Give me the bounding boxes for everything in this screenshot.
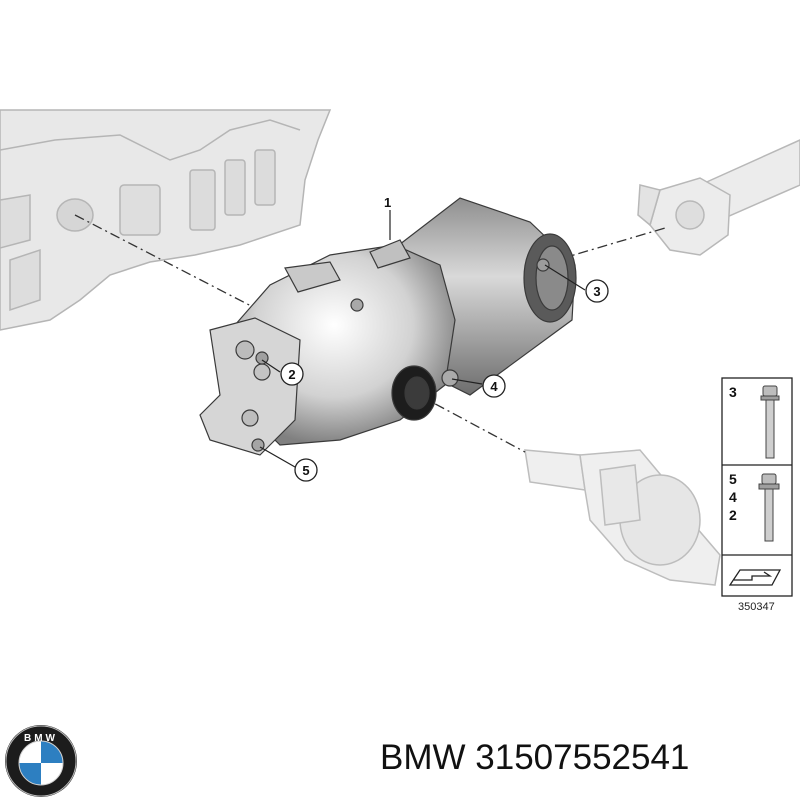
part-number: 31507552541 [475, 738, 690, 777]
long-bolt-icon [760, 385, 780, 459]
callout-5: 5 [294, 458, 318, 482]
differential-assembly [199, 197, 577, 456]
svg-text:5: 5 [302, 463, 309, 478]
bmw-logo-icon: BMW [5, 725, 77, 797]
svg-text:2: 2 [288, 367, 295, 382]
ghost-prop-shaft [637, 139, 800, 256]
ghost-output-shaft [524, 449, 721, 586]
legend-label-5: 5 [729, 471, 737, 487]
legend-label-4: 4 [729, 489, 737, 505]
callout-4: 4 [482, 374, 506, 398]
part-caption: BMW 31507552541 [380, 738, 790, 788]
svg-text:4: 4 [490, 379, 498, 394]
ghost-oil-pan [0, 109, 332, 331]
short-bolt-icon [758, 473, 780, 542]
callout-3: 3 [585, 279, 609, 303]
fastener-legend: 3 5 4 2 [721, 377, 793, 597]
legend-label-2: 2 [729, 507, 737, 523]
legend-label-3: 3 [729, 384, 737, 400]
diagram-reference-number: 350347 [738, 601, 775, 613]
leader-lines [259, 210, 586, 468]
callout-1: 1 [384, 195, 391, 210]
logo-text: BMW [24, 733, 58, 744]
svg-text:3: 3 [593, 284, 600, 299]
callout-2: 2 [280, 362, 304, 386]
reference-arrow-icon [728, 569, 782, 586]
brand-name: BMW [380, 738, 466, 777]
